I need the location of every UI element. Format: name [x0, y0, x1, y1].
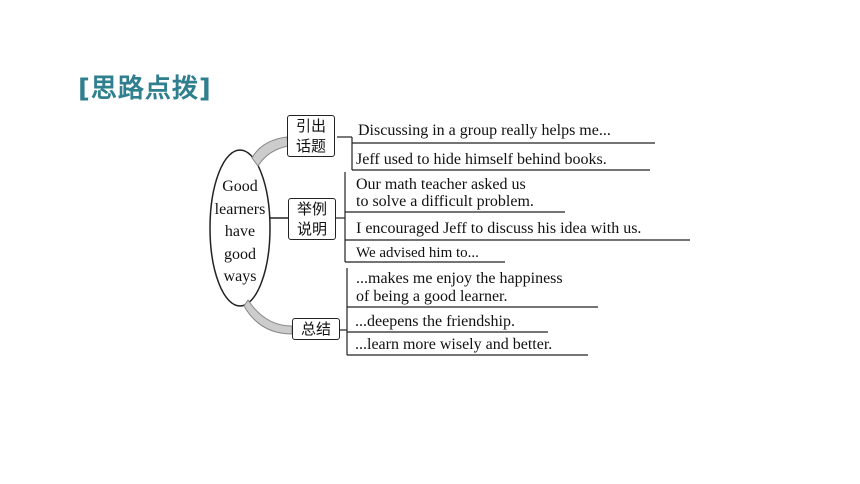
text-advised-him: We advised him to... [356, 245, 479, 261]
text-encouraged-jeff: I encouraged Jeff to discuss his idea wi… [356, 220, 642, 237]
band-bottom [243, 299, 293, 335]
text-math-teacher-line2: to solve a difficult problem. [356, 193, 534, 210]
branch-box-summary: 总结 [292, 318, 340, 340]
text-learn-wisely: ...learn more wisely and better. [355, 336, 553, 353]
text-enjoy-happiness-line1: ...makes me enjoy the happiness [356, 270, 563, 287]
text-jeff-hide: Jeff used to hide himself behind books. [356, 151, 607, 168]
band-top [251, 136, 289, 167]
text-math-teacher-line1: Our math teacher asked us [356, 176, 526, 193]
page-heading: [思路点拨] [78, 74, 212, 104]
text-discussing-group: Discussing in a group really helps me... [358, 122, 611, 139]
branch-box-introduce-topic: 引出 话题 [287, 115, 335, 157]
text-deepens-friendship: ...deepens the friendship. [355, 313, 515, 330]
center-ellipse [209, 149, 271, 307]
center-node-text: Good learners have good ways [214, 178, 266, 285]
branch-box-examples: 举例 说明 [288, 198, 336, 240]
text-enjoy-happiness-line2: of being a good learner. [356, 288, 508, 305]
